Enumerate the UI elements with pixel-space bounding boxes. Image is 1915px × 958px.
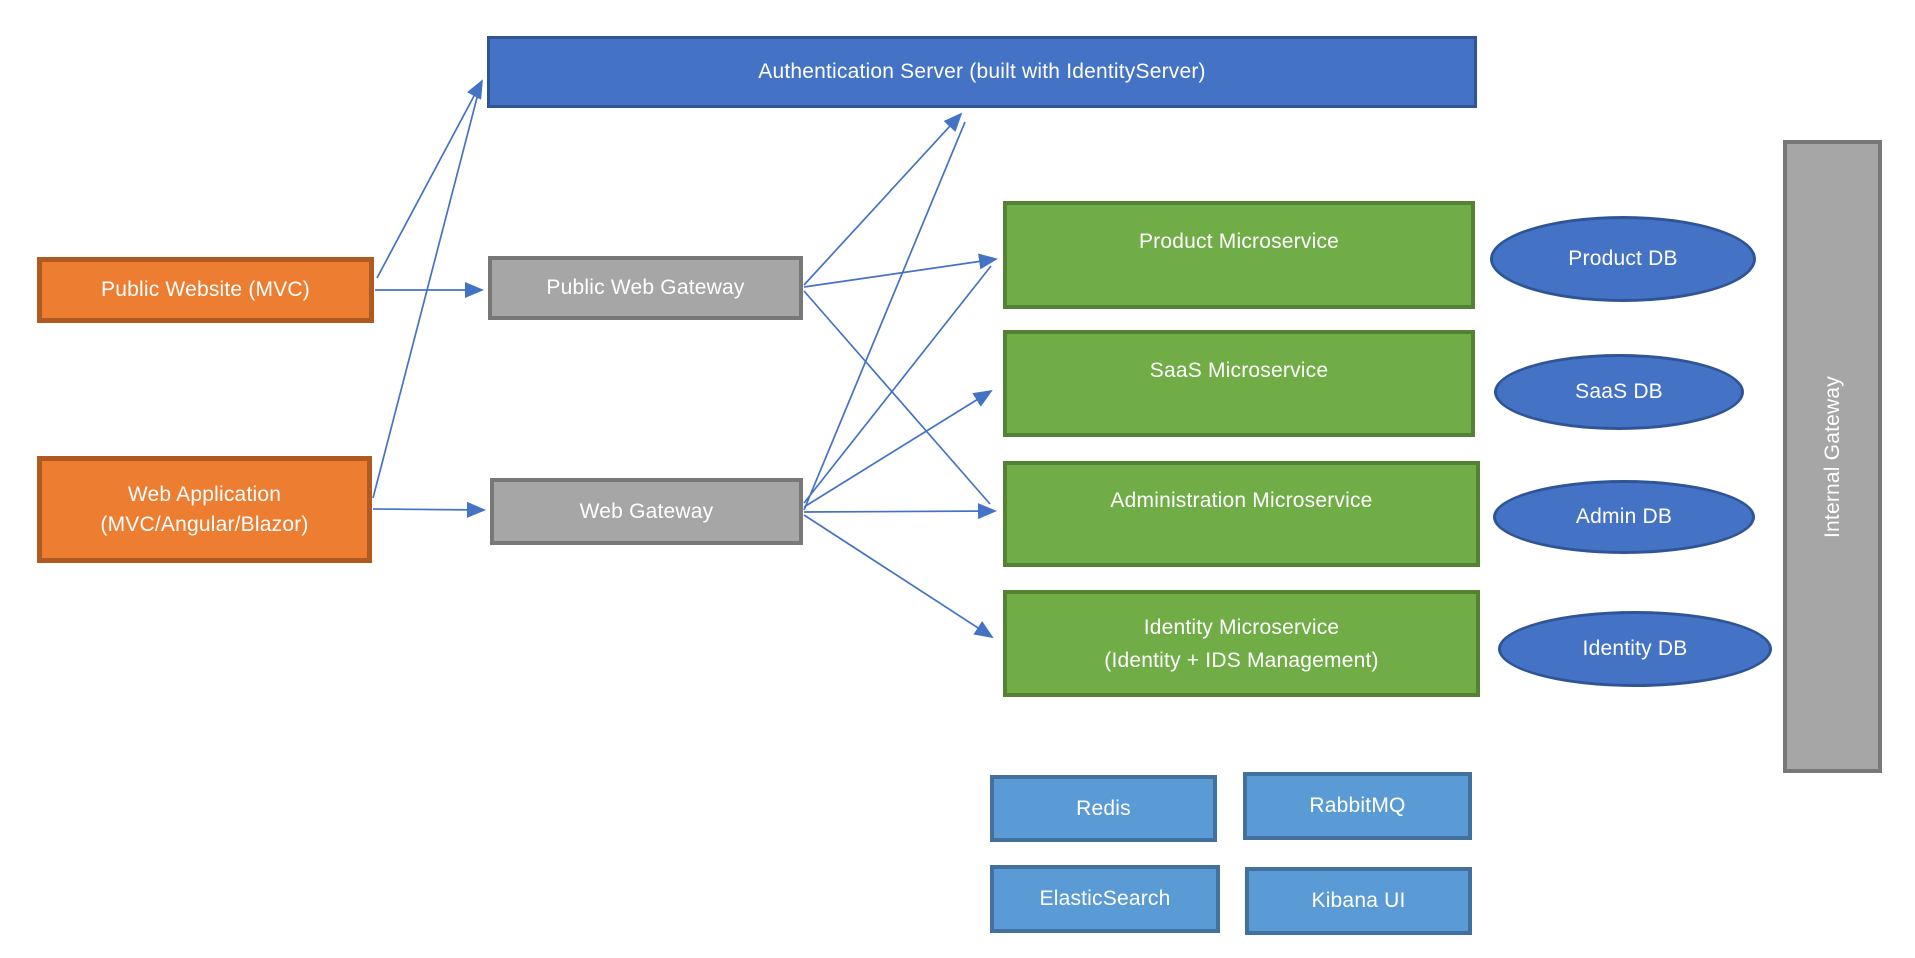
node-product-microservice-label: Product Microservice [1138, 230, 1340, 253]
node-redis-label: Redis [1076, 796, 1131, 820]
node-rabbitmq: RabbitMQ [1243, 772, 1472, 840]
node-elasticsearch: ElasticSearch [990, 865, 1220, 933]
node-internal-gateway-label: Internal Gateway [1820, 375, 1844, 538]
node-kibana-ui: Kibana UI [1245, 867, 1472, 935]
node-admin-db: Admin DB [1493, 480, 1755, 554]
edge-public-website-to-auth-server [376, 79, 483, 279]
node-web-application-label: (MVC/Angular/Blazor) [100, 512, 309, 536]
node-public-web-gateway-label: Public Web Gateway [546, 276, 745, 299]
node-auth-server: Authentication Server (built with Identi… [487, 36, 1477, 108]
node-product-db: Product DB [1490, 216, 1756, 302]
edge-web-gateway-to-auth-server [803, 121, 966, 511]
node-public-web-gateway: Public Web Gateway [488, 256, 803, 320]
edge-web-application-to-web-gateway [372, 501, 486, 518]
node-saas-microservice-label: SaaS Microservice [1149, 358, 1329, 382]
node-identity-microservice-label: Identity Microservice [1143, 615, 1340, 639]
node-auth-server-label: Authentication Server (built with Identi… [758, 60, 1206, 83]
edge-web-gateway-to-identity-microservice [803, 514, 994, 639]
node-internal-gateway: Internal Gateway [1783, 140, 1882, 773]
node-public-website-label: Public Website (MVC) [101, 278, 310, 301]
node-elasticsearch-label: ElasticSearch [1039, 887, 1171, 910]
node-public-website: Public Website (MVC) [37, 257, 374, 323]
node-administration-microservice: Administration Microservice [1003, 461, 1480, 567]
node-product-microservice: Product Microservice [1003, 201, 1475, 309]
node-web-gateway-label: Web Gateway [579, 499, 714, 523]
edge-public-web-gateway-to-product-microservice [803, 253, 998, 288]
node-identity-microservice: Identity Microservice (Identity + IDS Man… [1003, 590, 1480, 697]
node-identity-db: Identity DB [1498, 611, 1772, 687]
node-rabbitmq-label: RabbitMQ [1309, 794, 1406, 817]
node-saas-db-label: SaaS DB [1575, 380, 1663, 403]
node-identity-db-label: Identity DB [1582, 637, 1688, 660]
edge-web-gateway-to-product-microservice [803, 265, 992, 504]
edge-public-web-gateway-to-administration-microservice [803, 290, 991, 505]
node-web-gateway: Web Gateway [490, 478, 803, 545]
node-saas-db: SaaS DB [1494, 354, 1744, 430]
edge-web-gateway-to-saas-microservice [803, 389, 993, 508]
node-redis: Redis [990, 775, 1217, 842]
node-admin-db-label: Admin DB [1575, 505, 1673, 528]
edge-web-gateway-to-administration-microservice [803, 503, 997, 520]
node-web-application-label: Web Application [127, 482, 282, 506]
edge-public-web-gateway-to-auth-server [803, 112, 963, 286]
edge-web-application-to-auth-server [372, 89, 480, 499]
node-product-db-label: Product DB [1568, 247, 1678, 270]
node-administration-microservice-label: Administration Microservice [1110, 489, 1373, 512]
node-kibana-ui-label: Kibana UI [1311, 889, 1406, 912]
node-web-application: Web Application (MVC/Angular/Blazor) [37, 456, 372, 563]
node-identity-microservice-label: (Identity + IDS Management) [1104, 648, 1379, 672]
node-saas-microservice: SaaS Microservice [1003, 330, 1475, 437]
